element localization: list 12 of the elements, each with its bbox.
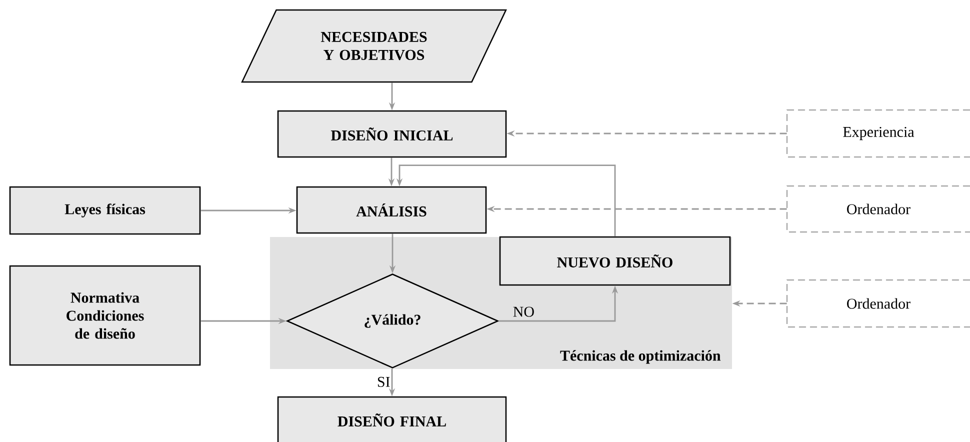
process-box: Leyes físicas xyxy=(9,186,201,235)
edge-label: NO xyxy=(513,306,534,317)
input-parallelogram: NECESIDADES Y OBJETIVOS xyxy=(241,9,507,83)
dashed-box: Ordenador xyxy=(786,186,970,232)
process-box: ANÁLISIS xyxy=(296,186,487,234)
process-box: NUEVO DISEÑO xyxy=(499,236,731,286)
dashed-box: Ordenador xyxy=(786,280,970,328)
edge-label: SI xyxy=(378,376,390,387)
process-box: DISEÑO INICIAL xyxy=(277,110,507,158)
dashed-box: Experiencia xyxy=(786,110,970,158)
process-box: Normativa Condiciones de diseño xyxy=(9,265,201,366)
process-box: DISEÑO FINAL xyxy=(277,396,507,442)
